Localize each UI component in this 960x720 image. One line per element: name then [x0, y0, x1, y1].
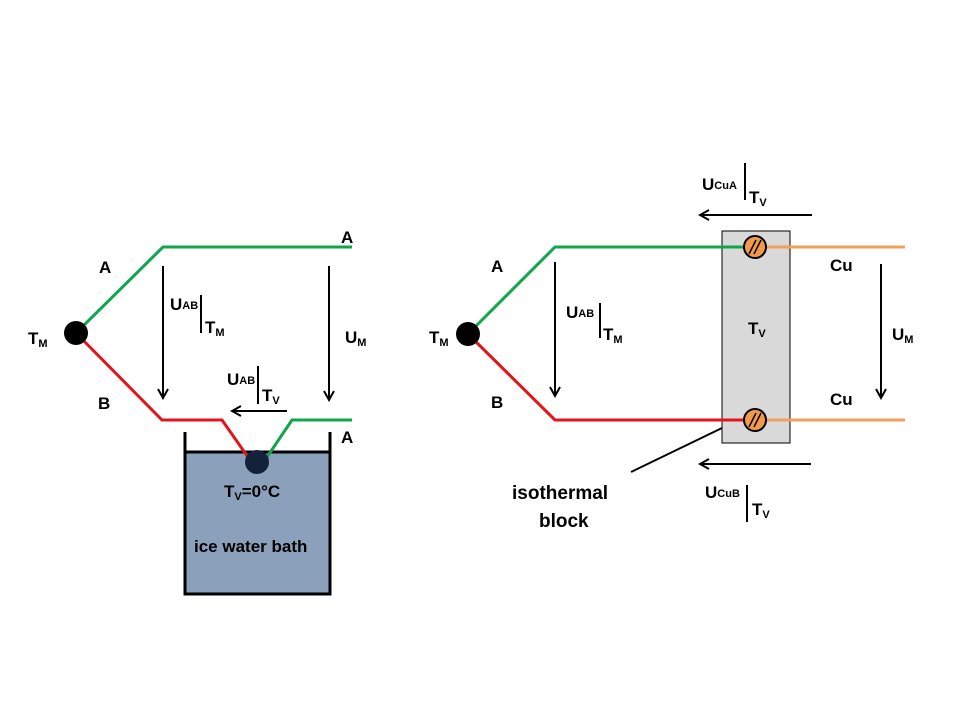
u-ab-tm-label: UAB TM: [170, 295, 225, 339]
reference-junction: [245, 450, 269, 474]
svg-text:TM: TM: [205, 318, 225, 339]
svg-text:TV: TV: [749, 188, 767, 209]
u-m-label: UM: [345, 328, 366, 349]
u-m-label: UM: [892, 325, 913, 346]
wire-a: [466, 245, 755, 336]
svg-text:UAB: UAB: [566, 303, 594, 322]
terminal-screw-bottom-icon: [743, 408, 767, 432]
svg-text:UCuA: UCuA: [702, 175, 737, 194]
ice-water-bath: [186, 452, 329, 593]
bath-container-outline: [183, 432, 332, 596]
end-a-top-label: A: [341, 228, 353, 247]
cu-bottom-label: Cu: [830, 390, 853, 409]
tm-label: TM: [28, 329, 48, 350]
left-diagram: TM A B A A UAB TM UM UAB TV TV=0°C ice w…: [28, 228, 366, 596]
svg-text:UAB: UAB: [227, 370, 255, 389]
measuring-junction: [64, 321, 88, 345]
isothermal-block: [721, 230, 791, 444]
cu-top-label: Cu: [830, 256, 853, 275]
ice-water-bath-label: ice water bath: [194, 537, 307, 556]
end-a-bottom-label: A: [341, 428, 353, 447]
isothermal-caption-line1: isothermal: [512, 483, 608, 504]
u-ab-tv-label: UAB TV: [227, 366, 280, 407]
wire-b: [74, 331, 252, 461]
wire-b-label: B: [491, 393, 503, 412]
isothermal-caption-line2: block: [539, 511, 589, 532]
wire-a-reference: [263, 418, 352, 461]
svg-text:TV: TV: [262, 386, 280, 407]
wire-b-label: B: [98, 394, 110, 413]
u-cua-tv-label: UCuA TV: [702, 163, 767, 209]
svg-text:TM: TM: [603, 325, 623, 346]
tm-label: TM: [429, 328, 449, 349]
measuring-junction: [456, 322, 480, 346]
wire-b: [466, 332, 755, 422]
svg-text:UAB: UAB: [170, 295, 198, 314]
wire-a-label: A: [491, 257, 503, 276]
right-diagram: TM A B UAB TM UCuA TV UCuB TV TV Cu Cu U…: [429, 163, 913, 532]
wire-a-label: A: [99, 258, 111, 277]
svg-text:UCuB: UCuB: [705, 483, 740, 502]
wire-a-measuring: [74, 245, 352, 335]
reference-temp-label: TV=0°C: [224, 482, 280, 503]
block-temp-label: TV: [748, 319, 766, 340]
u-cub-tv-label: UCuB TV: [705, 483, 770, 522]
svg-text:TV: TV: [752, 500, 770, 521]
u-ab-tm-label: UAB TM: [566, 303, 623, 346]
terminal-screw-top-icon: [743, 235, 767, 259]
isothermal-block-leader-line: [630, 427, 723, 473]
